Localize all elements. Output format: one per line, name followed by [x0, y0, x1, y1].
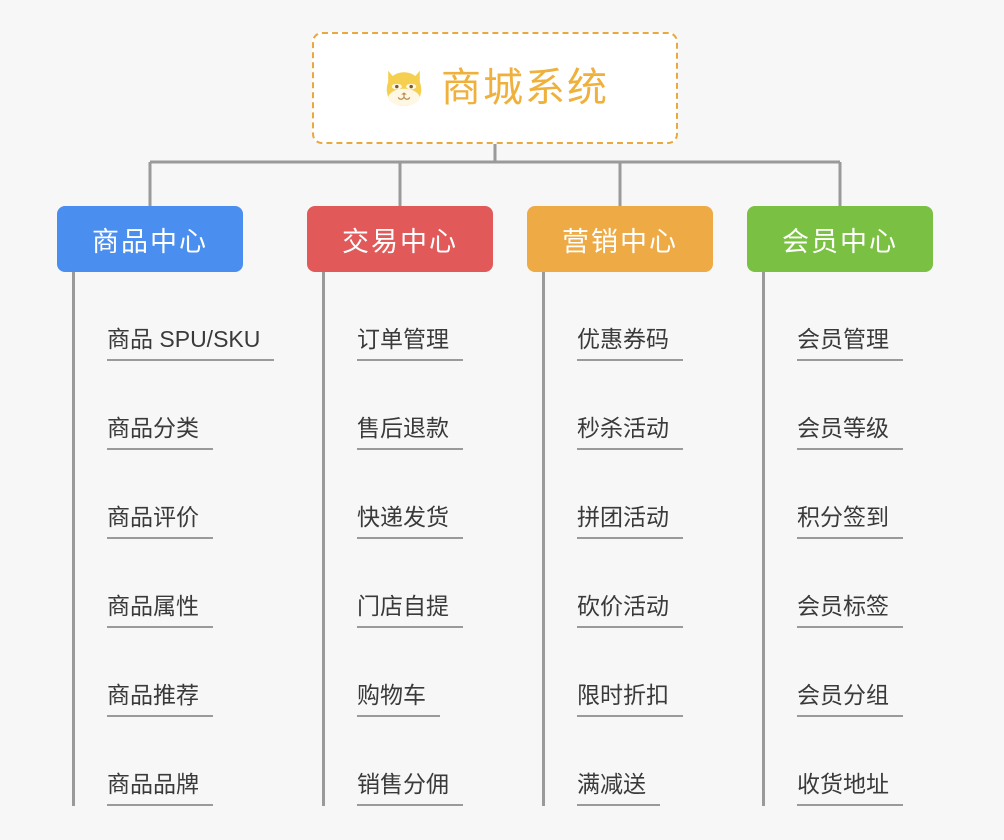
list-item[interactable]: 满减送 [545, 717, 713, 806]
leaf-label: 商品推荐 [107, 682, 213, 717]
leaf-label: 砍价活动 [577, 593, 683, 628]
branch-items-product: 商品 SPU/SKU 商品分类 商品评价 商品属性 商品推荐 商品品牌 [72, 272, 275, 806]
branch-header-marketing[interactable]: 营销中心 [527, 206, 713, 272]
root-title: 商城系统 [441, 66, 609, 110]
leaf-label: 商品分类 [107, 415, 213, 450]
list-item[interactable]: 商品评价 [75, 450, 243, 539]
leaf-label: 商品评价 [107, 504, 213, 539]
leaf-label: 门店自提 [357, 593, 463, 628]
leaf-label: 会员分组 [797, 682, 903, 717]
branch-items-trade: 订单管理 售后退款 快递发货 门店自提 购物车 销售分佣 [322, 272, 493, 806]
leaf-label: 购物车 [357, 682, 440, 717]
leaf-label: 订单管理 [357, 326, 463, 361]
leaf-label: 限时折扣 [577, 682, 683, 717]
root-node[interactable]: 商城系统 [312, 32, 678, 144]
list-item[interactable]: 售后退款 [325, 361, 493, 450]
list-item[interactable]: 快递发货 [325, 450, 493, 539]
leaf-label: 拼团活动 [577, 504, 683, 539]
list-item[interactable]: 门店自提 [325, 539, 493, 628]
list-item[interactable]: 会员等级 [765, 361, 933, 450]
list-item[interactable]: 商品推荐 [75, 628, 243, 717]
list-item[interactable]: 商品 SPU/SKU [75, 272, 275, 361]
list-item[interactable]: 优惠券码 [545, 272, 713, 361]
leaf-label: 秒杀活动 [577, 415, 683, 450]
list-item[interactable]: 购物车 [325, 628, 493, 717]
branch-header-product[interactable]: 商品中心 [57, 206, 243, 272]
branch-column-member: 会员中心 会员管理 会员等级 积分签到 会员标签 会员分组 收货地址 [747, 206, 933, 806]
list-item[interactable]: 收货地址 [765, 717, 933, 806]
list-item[interactable]: 砍价活动 [545, 539, 713, 628]
list-item[interactable]: 会员标签 [765, 539, 933, 628]
branch-column-marketing: 营销中心 优惠券码 秒杀活动 拼团活动 砍价活动 限时折扣 满减送 [527, 206, 713, 806]
list-item[interactable]: 会员分组 [765, 628, 933, 717]
list-item[interactable]: 商品属性 [75, 539, 243, 628]
leaf-label: 满减送 [577, 771, 660, 806]
list-item[interactable]: 会员管理 [765, 272, 933, 361]
leaf-label: 商品 SPU/SKU [107, 326, 275, 361]
list-item[interactable]: 积分签到 [765, 450, 933, 539]
branch-column-trade: 交易中心 订单管理 售后退款 快递发货 门店自提 购物车 销售分佣 [307, 206, 493, 806]
list-item[interactable]: 商品分类 [75, 361, 243, 450]
leaf-label: 销售分佣 [357, 771, 463, 806]
leaf-label: 商品品牌 [107, 771, 213, 806]
list-item[interactable]: 秒杀活动 [545, 361, 713, 450]
leaf-label: 会员标签 [797, 593, 903, 628]
leaf-label: 会员管理 [797, 326, 903, 361]
branch-items-marketing: 优惠券码 秒杀活动 拼团活动 砍价活动 限时折扣 满减送 [542, 272, 713, 806]
leaf-label: 收货地址 [797, 771, 903, 806]
branch-column-product: 商品中心 商品 SPU/SKU 商品分类 商品评价 商品属性 商品推荐 商品品牌 [57, 206, 275, 806]
branch-header-member[interactable]: 会员中心 [747, 206, 933, 272]
leaf-label: 快递发货 [357, 504, 463, 539]
leaf-label: 会员等级 [797, 415, 903, 450]
leaf-label: 优惠券码 [577, 326, 683, 361]
branch-items-member: 会员管理 会员等级 积分签到 会员标签 会员分组 收货地址 [762, 272, 933, 806]
list-item[interactable]: 销售分佣 [325, 717, 493, 806]
leaf-label: 积分签到 [797, 504, 903, 539]
list-item[interactable]: 限时折扣 [545, 628, 713, 717]
leaf-label: 售后退款 [357, 415, 463, 450]
list-item[interactable]: 拼团活动 [545, 450, 713, 539]
leaf-label: 商品属性 [107, 593, 213, 628]
list-item[interactable]: 商品品牌 [75, 717, 243, 806]
shiba-dog-face-icon [386, 70, 422, 106]
branch-header-trade[interactable]: 交易中心 [307, 206, 493, 272]
list-item[interactable]: 订单管理 [325, 272, 493, 361]
